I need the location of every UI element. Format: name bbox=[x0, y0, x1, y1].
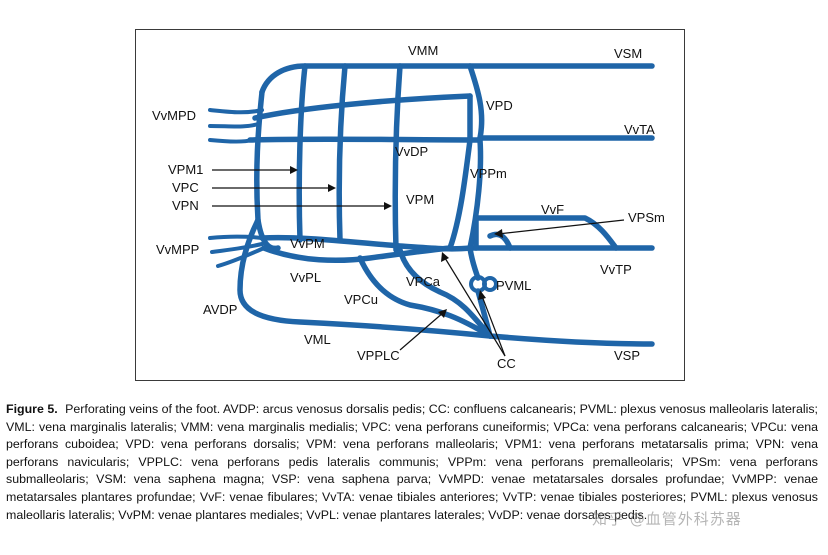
label-vpplc: VPPLC bbox=[357, 348, 400, 363]
label-vpm: VPM bbox=[406, 192, 434, 207]
label-vvta: VvTA bbox=[624, 122, 655, 137]
label-vvf: VvF bbox=[541, 202, 564, 217]
vein-vvpl bbox=[261, 245, 453, 264]
vein-vvmpp-2 bbox=[210, 242, 264, 254]
arrow-cc-1 bbox=[441, 252, 449, 262]
label-vpc: VPC bbox=[172, 180, 199, 195]
vein-vvmpd-1 bbox=[208, 108, 264, 115]
arrow-vpc bbox=[328, 184, 336, 192]
vein-col-3 bbox=[392, 63, 403, 253]
vein-vvmpd-3 bbox=[208, 138, 254, 144]
leader-vpsm bbox=[497, 219, 625, 235]
leader-cc-1 bbox=[444, 257, 506, 357]
label-vvtp: VvTP bbox=[600, 262, 632, 277]
vein-vvdp-upper bbox=[252, 93, 473, 121]
label-vpcu: VPCu bbox=[344, 292, 378, 307]
vein-col-1 bbox=[296, 63, 308, 243]
label-vvmpd: VvMPD bbox=[152, 108, 196, 123]
label-cc: CC bbox=[497, 356, 516, 371]
arrow-vpplc bbox=[438, 309, 447, 318]
leader-cc-2 bbox=[481, 295, 506, 357]
figure-label: Figure 5. bbox=[6, 402, 58, 416]
vein-vvdp-mid bbox=[247, 136, 483, 143]
label-vsp: VSP bbox=[614, 348, 640, 363]
label-vppm: VPPm bbox=[470, 166, 507, 181]
vein-vpcu bbox=[357, 255, 493, 339]
label-vpd: VPD bbox=[486, 98, 513, 113]
label-vsm: VSM bbox=[614, 46, 642, 61]
label-vpm1: VPM1 bbox=[168, 162, 203, 177]
plexus-pvml-2 bbox=[482, 276, 498, 292]
arrow-cc-2 bbox=[478, 290, 486, 300]
label-vpsm: VPSm bbox=[628, 210, 665, 225]
label-vpn: VPN bbox=[172, 198, 199, 213]
label-vvmpp: VvMPP bbox=[156, 242, 199, 257]
vein-avdp bbox=[237, 217, 655, 347]
watermark: 知乎 @血管外科苏器 bbox=[592, 510, 742, 528]
label-vml: VML bbox=[304, 332, 331, 347]
vein-vvpm bbox=[259, 234, 655, 252]
label-pvml: PVML bbox=[496, 278, 531, 293]
label-avdp: AVDP bbox=[203, 302, 237, 317]
figure-frame bbox=[135, 29, 685, 381]
vein-vvf bbox=[473, 215, 619, 251]
label-vvpm: VvPM bbox=[290, 236, 325, 251]
vein-vvmpd-2 bbox=[208, 122, 260, 129]
vein-vpca bbox=[397, 247, 493, 339]
vein-vvmpp-3 bbox=[216, 246, 266, 268]
figure-caption: Figure 5. Perforating veins of the foot.… bbox=[6, 401, 818, 524]
label-vpca: VPCa bbox=[406, 274, 441, 289]
vein-vpd bbox=[467, 63, 485, 141]
arrow-vpsm bbox=[494, 229, 503, 238]
vein-col-2 bbox=[336, 63, 348, 243]
vein-diagram: VMM VSM VvMPD VPD VvTA VvDP VPPm VPM1 VP… bbox=[152, 43, 665, 371]
vein-left-edge bbox=[254, 89, 281, 252]
label-vmm: VMM bbox=[408, 43, 438, 58]
vein-vmm bbox=[259, 63, 655, 95]
vein-vpm bbox=[447, 93, 473, 251]
vein-vppm bbox=[467, 137, 484, 251]
arrow-vpm1 bbox=[290, 166, 298, 174]
figure-caption-text: Perforating veins of the foot. AVDP: arc… bbox=[6, 402, 818, 522]
label-vvdp: VvDP bbox=[395, 144, 428, 159]
vein-pvml-link bbox=[467, 245, 493, 339]
vein-vvmpp-1 bbox=[208, 234, 264, 240]
arrow-vpn bbox=[384, 202, 392, 210]
label-vvpl: VvPL bbox=[290, 270, 321, 285]
leader-vpplc bbox=[399, 311, 445, 351]
